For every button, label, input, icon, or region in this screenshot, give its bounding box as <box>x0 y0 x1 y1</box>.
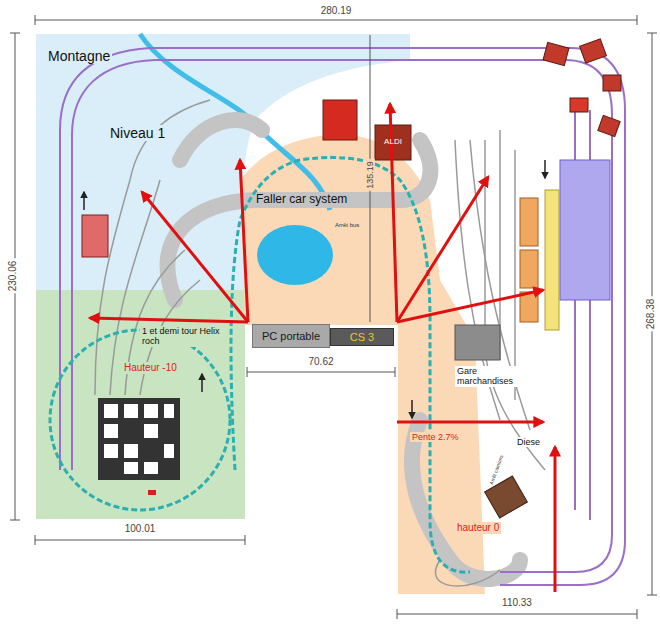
height-label: Hauteur -10 <box>122 362 179 374</box>
direction-arrow <box>84 160 545 418</box>
building <box>598 115 620 136</box>
helix-block <box>124 444 138 458</box>
siding-track <box>95 100 210 395</box>
baseboard <box>35 33 637 595</box>
platform <box>520 198 538 246</box>
pointer-arrow <box>397 421 543 424</box>
building <box>323 100 357 140</box>
building <box>82 39 621 518</box>
dimension-label: 268.38 <box>645 297 657 332</box>
helix-track <box>50 158 470 573</box>
wagon <box>82 215 108 257</box>
box-text: CS 3 <box>350 331 374 343</box>
dimension-label: 70.62 <box>306 356 335 368</box>
height-label: hauteur 0 <box>455 522 501 534</box>
dimension-line <box>247 367 395 377</box>
dimension-label: 135.19 <box>365 159 375 191</box>
building <box>580 39 607 63</box>
shop-sign: ALDI <box>384 137 402 146</box>
dimension-label: 280.19 <box>319 5 354 17</box>
pointer-arrow <box>554 447 557 592</box>
car <box>148 490 156 495</box>
direction-arrow <box>83 192 85 210</box>
road <box>168 120 520 579</box>
helix-block <box>164 404 174 418</box>
main-track <box>60 48 625 585</box>
station-label: Gare marchandises <box>455 366 531 387</box>
dimension-line <box>35 535 245 545</box>
helix-block <box>144 462 158 474</box>
station-building <box>560 160 610 300</box>
building <box>570 98 588 112</box>
stop-label: Arrêt bus <box>335 222 359 229</box>
direction-arrow <box>544 160 546 178</box>
helix-block <box>98 398 180 480</box>
helix-block <box>104 424 118 438</box>
helix-track <box>50 330 230 510</box>
helix-block <box>144 424 158 438</box>
platform <box>520 292 538 322</box>
helix-block <box>104 444 118 458</box>
lake <box>257 225 333 285</box>
gradient-label: Pente 2.7% <box>410 432 461 442</box>
dimension-line <box>397 609 637 619</box>
pointer-arrow <box>90 318 248 322</box>
helix-block <box>104 404 118 418</box>
pointer-arrow <box>390 104 397 322</box>
building <box>603 75 621 91</box>
platform <box>520 250 538 288</box>
helix-label: 1 et demi tour Helix roch <box>140 326 224 347</box>
helix-block <box>124 462 138 474</box>
region-label: Montagne <box>46 48 112 64</box>
level-label: Niveau 1 <box>108 125 167 141</box>
depot-label: Diese <box>515 437 542 447</box>
baseboard <box>35 33 637 595</box>
main-track <box>60 48 625 585</box>
helix-block <box>164 444 174 458</box>
low-region <box>36 290 245 519</box>
helix-block <box>98 398 180 480</box>
dimension-line <box>10 15 657 619</box>
laptop-box: PC portable <box>252 324 330 348</box>
pointer-arrow <box>142 192 248 322</box>
goods-shed <box>455 325 500 360</box>
pointer-arrow <box>90 104 555 592</box>
pointer-arrow <box>397 177 488 322</box>
siding-track <box>514 150 516 400</box>
helix-track <box>231 158 470 573</box>
dimension-label: 110.33 <box>500 597 534 609</box>
building <box>543 42 569 65</box>
direction-arrow <box>411 400 413 418</box>
pointer-arrow <box>397 290 543 322</box>
dimension-label: 100.01 <box>123 523 158 535</box>
platform <box>545 190 559 330</box>
direction-arrow <box>201 374 203 392</box>
helix-block <box>144 404 158 418</box>
dimension-label: 230.06 <box>7 259 19 294</box>
box-text: PC portable <box>262 330 320 342</box>
road-label: Faller car system <box>256 193 347 207</box>
main-track <box>72 60 612 572</box>
siding-track <box>95 100 545 586</box>
road <box>180 120 262 160</box>
command-station-box: CS 3 <box>330 328 394 346</box>
helix-block <box>124 404 138 418</box>
pointer-arrow <box>240 160 248 322</box>
